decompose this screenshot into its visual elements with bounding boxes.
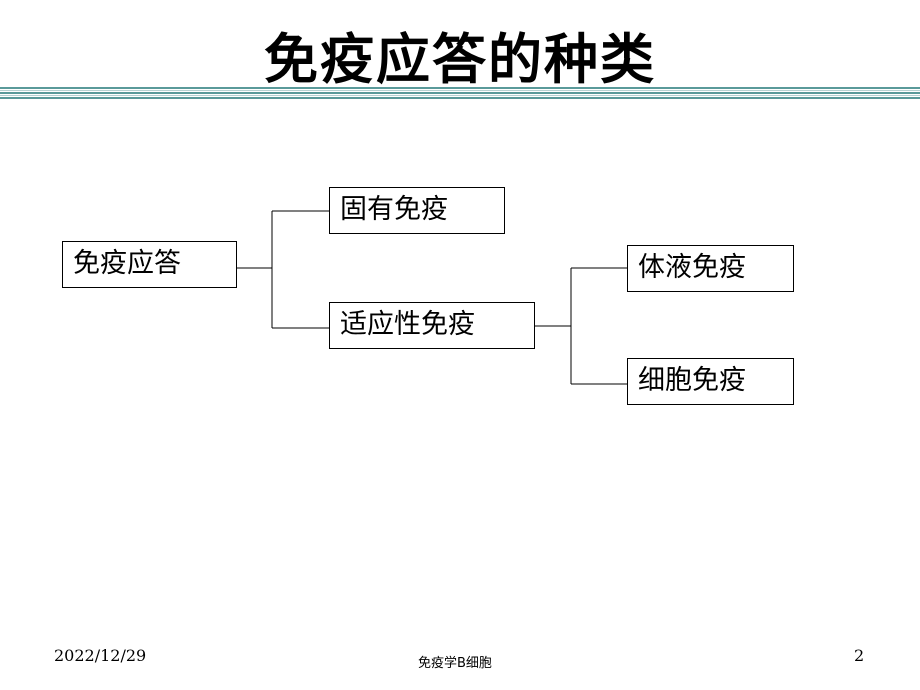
slide-title: 免疫应答的种类: [264, 28, 656, 91]
footer-center-text: 免疫学B细胞: [418, 656, 492, 671]
footer-date: 2022/12/29: [54, 646, 147, 665]
node-innate-immunity: 固有免疫: [329, 187, 505, 234]
node-humoral-immunity: 体液免疫: [627, 245, 794, 292]
node-immune-response: 免疫应答: [62, 241, 237, 288]
footer-page-number: 2: [854, 646, 865, 665]
node-adaptive-immunity: 适应性免疫: [329, 302, 535, 349]
title-underline: [0, 87, 920, 99]
node-cellular-immunity: 细胞免疫: [627, 358, 794, 405]
